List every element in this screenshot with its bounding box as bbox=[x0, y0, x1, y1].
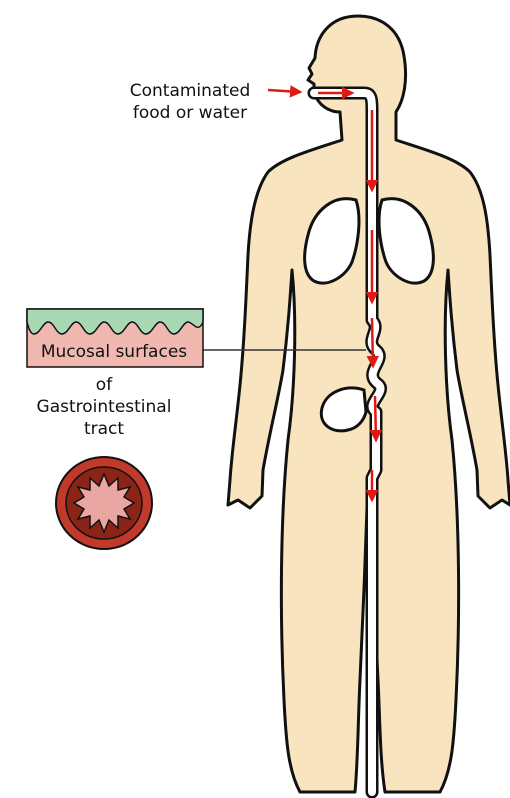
contaminated-line2: food or water bbox=[110, 102, 270, 124]
contaminated-line1: Contaminated bbox=[110, 80, 270, 102]
red-arrow-icon bbox=[375, 396, 376, 440]
mucosal-surfaces-label: Mucosal surfaces bbox=[27, 340, 201, 364]
red-arrow-icon bbox=[372, 318, 373, 366]
gi-caption-gastrointestinal: Gastrointestinal bbox=[18, 396, 190, 418]
contaminated-food-label: Contaminated food or water bbox=[110, 80, 270, 124]
gi-tract-caption: of Gastrointestinal tract bbox=[18, 374, 190, 440]
gi-caption-tract: tract bbox=[18, 418, 190, 440]
red-arrow-icon bbox=[268, 90, 300, 92]
gi-caption-of: of bbox=[18, 374, 190, 396]
gut-cross-section bbox=[56, 457, 152, 549]
